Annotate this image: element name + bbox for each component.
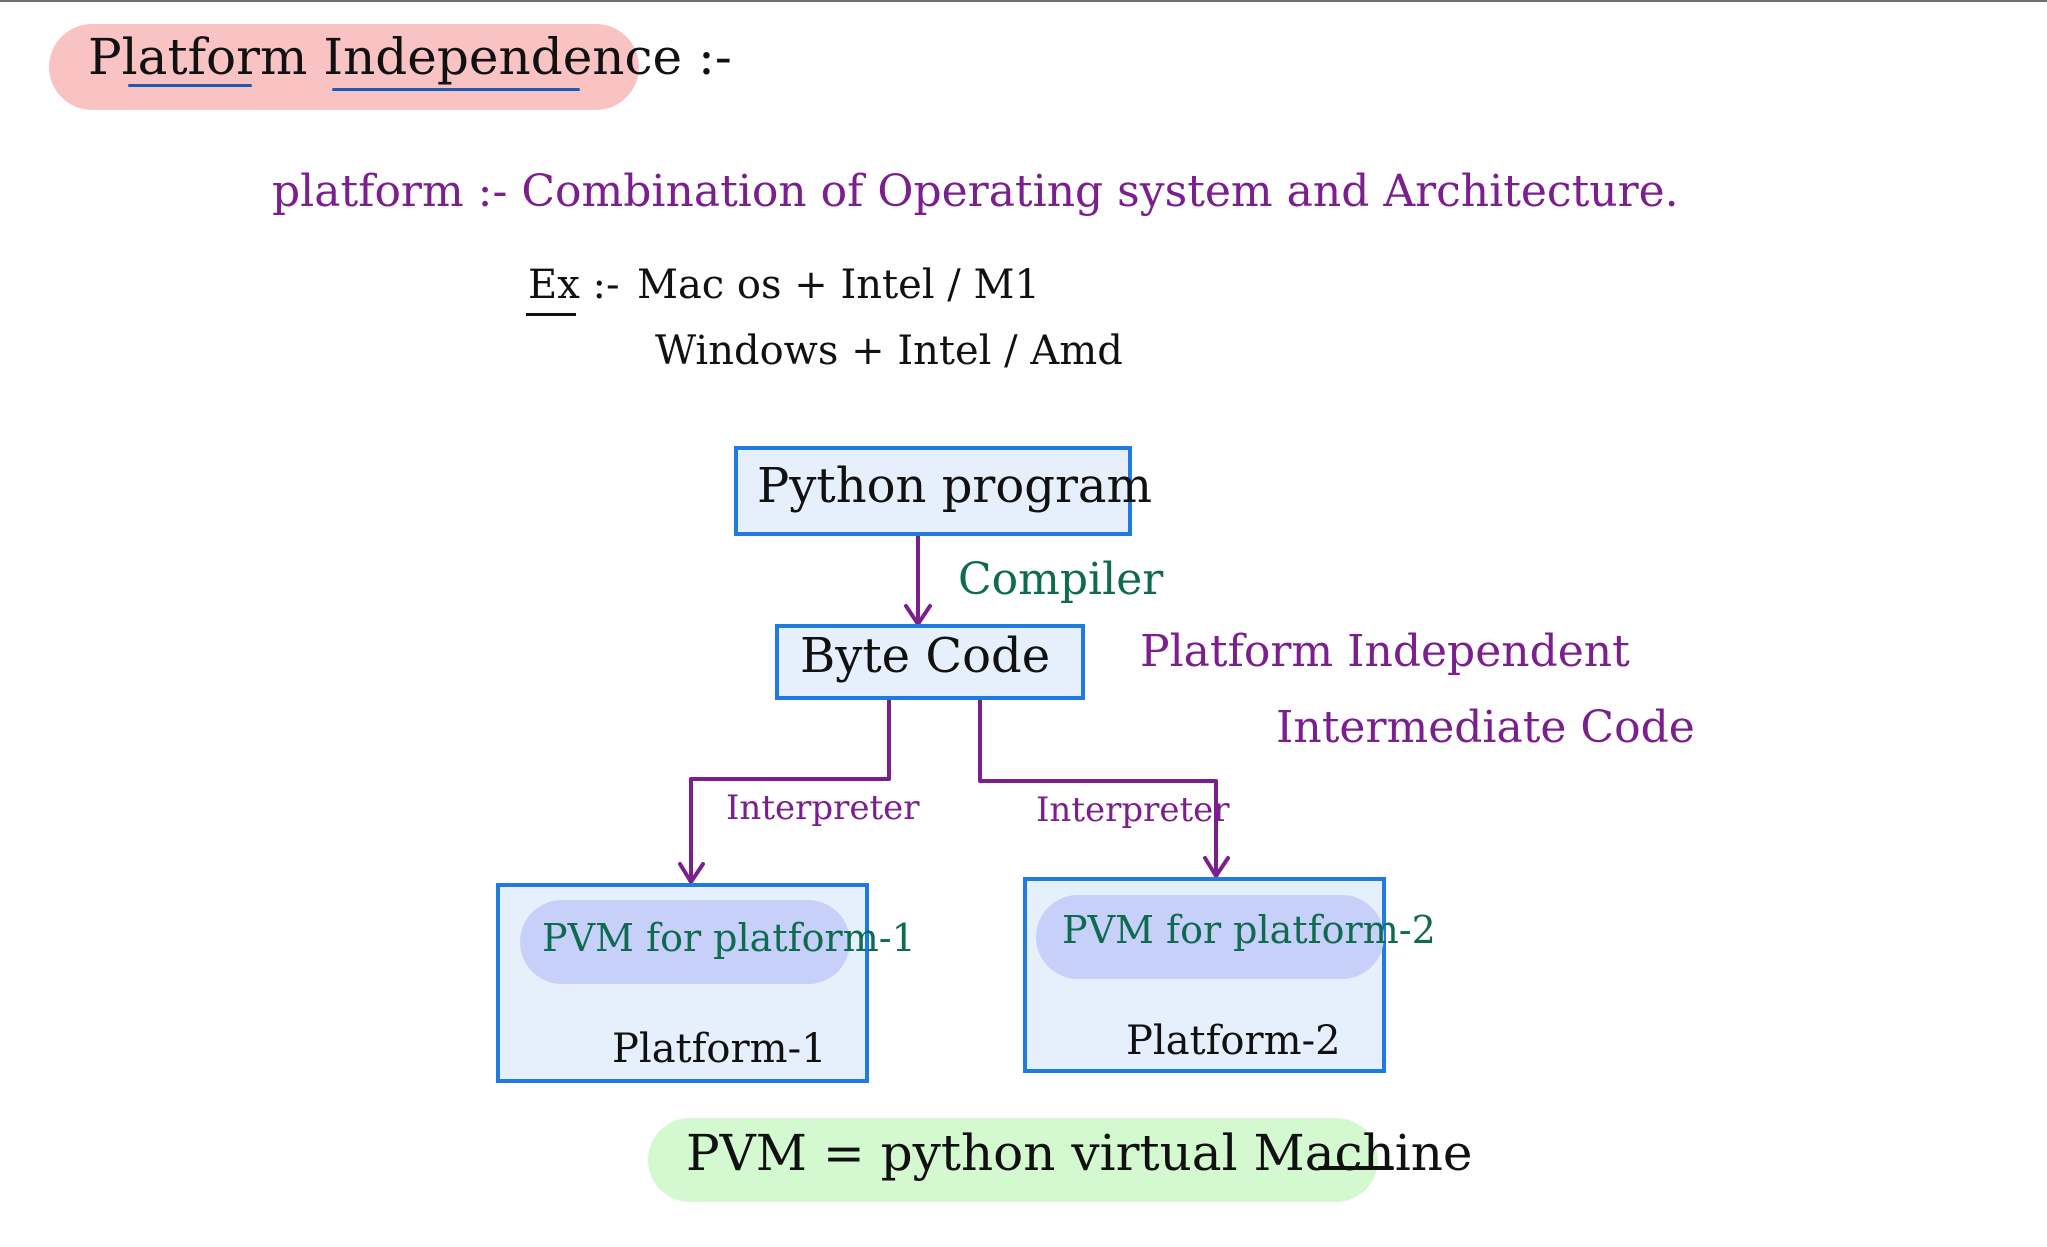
example-item-1: Mac os + Intel / M1 bbox=[637, 262, 1040, 308]
example-item-2: Windows + Intel / Amd bbox=[655, 328, 1123, 374]
definition-term: platform :- bbox=[272, 166, 508, 217]
platform-2-label: Platform-2 bbox=[1126, 1018, 1341, 1064]
interpreter-label-left: Interpreter bbox=[726, 788, 920, 828]
arrowhead-interpret-right bbox=[1203, 856, 1230, 878]
pvm-2-highlight bbox=[1036, 895, 1384, 979]
arrow-interpret-left bbox=[689, 698, 891, 882]
examples-underline bbox=[526, 313, 576, 316]
pvm-2-label: PVM for platform-2 bbox=[1062, 908, 1436, 952]
pvm-1-label: PVM for platform-1 bbox=[542, 916, 916, 960]
definition-text: Combination of Operating system and Arch… bbox=[521, 166, 1679, 217]
python-program-box bbox=[734, 446, 1132, 536]
platform-1-label: Platform-1 bbox=[612, 1026, 827, 1072]
byte-code-box bbox=[775, 624, 1085, 700]
top-border bbox=[0, 0, 2047, 2]
title-highlight bbox=[49, 24, 639, 110]
pvm-1-highlight bbox=[520, 900, 850, 984]
arrowhead-interpret-left bbox=[678, 862, 705, 884]
title-underline bbox=[332, 88, 580, 91]
byte-code-label: Byte Code bbox=[800, 628, 1051, 684]
python-program-label: Python program bbox=[757, 458, 1153, 514]
bytecode-note-line-1: Platform Independent bbox=[1140, 626, 1630, 677]
platform-definition: platform :- Combination of Operating sys… bbox=[272, 166, 1679, 217]
footnote-flourish bbox=[1318, 1166, 1394, 1170]
examples-label: Ex :- bbox=[528, 262, 620, 308]
compiler-label: Compiler bbox=[958, 554, 1164, 605]
footnote-highlight bbox=[648, 1118, 1378, 1202]
bytecode-note-line-2: Intermediate Code bbox=[1276, 702, 1695, 753]
title-underline bbox=[128, 84, 252, 87]
interpreter-label-right: Interpreter bbox=[1036, 790, 1230, 830]
pvm-footnote: PVM = python virtual Machine bbox=[686, 1124, 1473, 1182]
page-title: Platform Independence :- bbox=[88, 28, 732, 86]
arrow-interpret-right bbox=[978, 698, 1218, 876]
